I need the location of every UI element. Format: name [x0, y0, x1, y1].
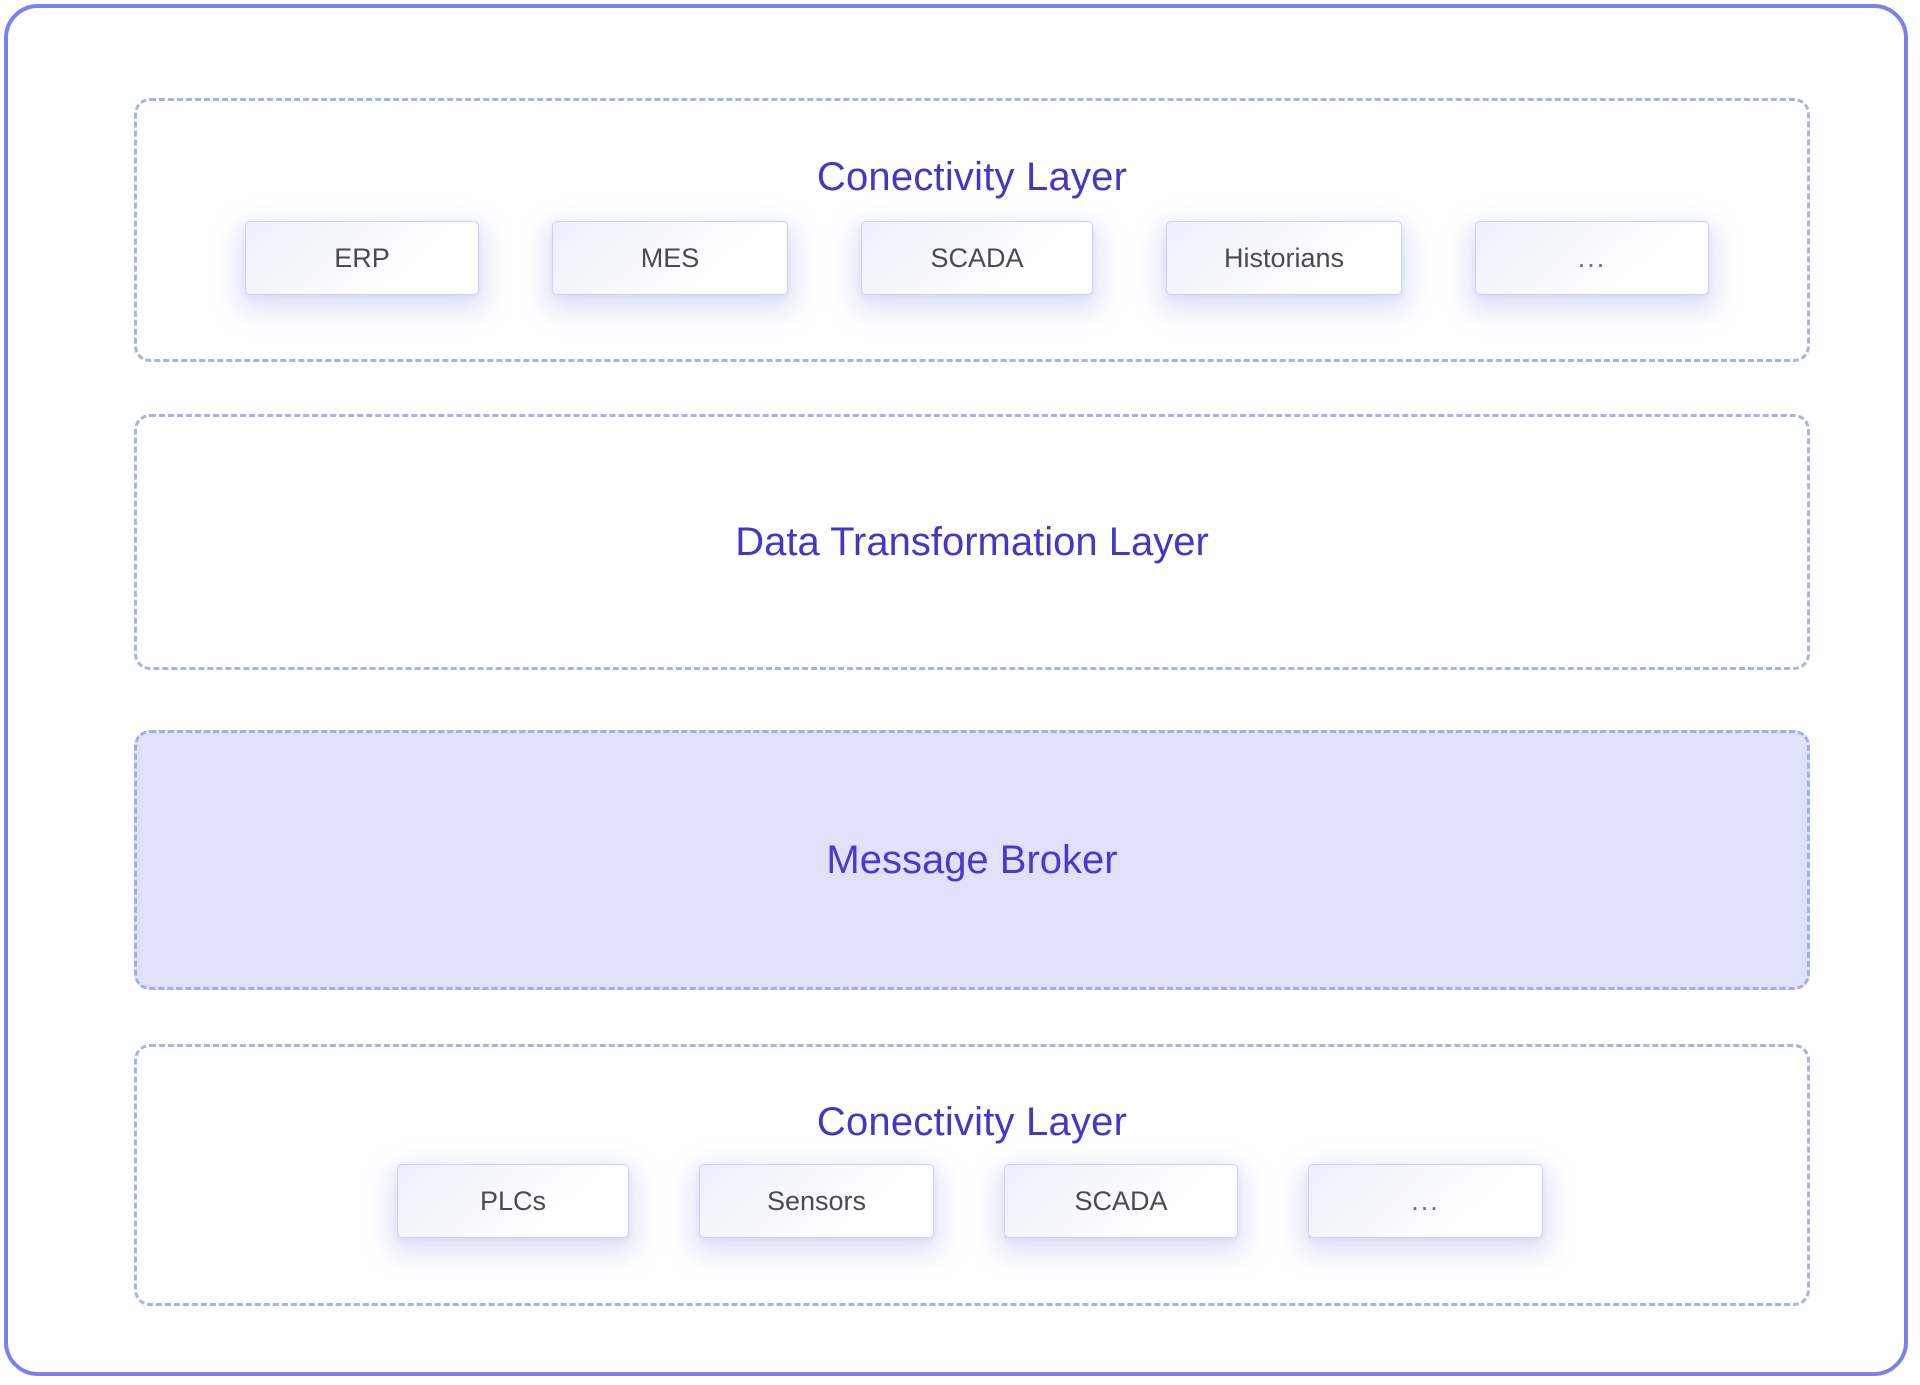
layer-title-message-broker: Message Broker	[826, 838, 1118, 882]
node-label-sensors: Sensors	[766, 1185, 867, 1216]
node-row-connectivity-top: ERP MES SCADA Historians ...	[245, 221, 1709, 295]
node-label-plcs: PLCs	[479, 1185, 547, 1216]
node-label-historians: Historians	[1223, 242, 1345, 273]
node-label-more-top: ...	[1577, 242, 1607, 273]
node-label-more-bottom: ...	[1411, 1185, 1440, 1216]
node-box-historians[interactable]: Historians	[1166, 221, 1402, 295]
layer-title-data-transformation: Data Transformation Layer	[735, 520, 1209, 564]
node-box-more-top[interactable]: ...	[1475, 221, 1709, 295]
node-box-mes[interactable]: MES	[552, 221, 788, 295]
node-box-more-bottom[interactable]: ...	[1308, 1164, 1543, 1238]
diagram-frame: Conectivity Layer ERP MES SCADA Historia…	[4, 4, 1908, 1376]
layer-title-connectivity-top: Conectivity Layer	[816, 155, 1128, 199]
layer-panel-connectivity-bottom: Conectivity Layer PLCs Sensors SCADA ...	[134, 1044, 1810, 1306]
node-box-scada-bottom[interactable]: SCADA	[1004, 1164, 1238, 1238]
node-box-erp[interactable]: ERP	[245, 221, 479, 295]
layer-panel-data-transformation: Data Transformation Layer	[134, 414, 1810, 670]
node-label-scada-bottom: SCADA	[1074, 1185, 1168, 1216]
node-label-scada-top: SCADA	[930, 242, 1024, 273]
node-label-erp: ERP	[334, 242, 390, 273]
node-row-connectivity-bottom: PLCs Sensors SCADA ...	[397, 1164, 1543, 1238]
node-label-mes: MES	[640, 242, 700, 273]
node-box-scada-top[interactable]: SCADA	[861, 221, 1093, 295]
layer-panel-connectivity-top: Conectivity Layer ERP MES SCADA Historia…	[134, 98, 1810, 362]
layer-title-connectivity-bottom: Conectivity Layer	[816, 1100, 1128, 1144]
node-box-sensors[interactable]: Sensors	[699, 1164, 934, 1238]
layer-panel-message-broker: Message Broker	[134, 730, 1810, 990]
node-box-plcs[interactable]: PLCs	[397, 1164, 629, 1238]
